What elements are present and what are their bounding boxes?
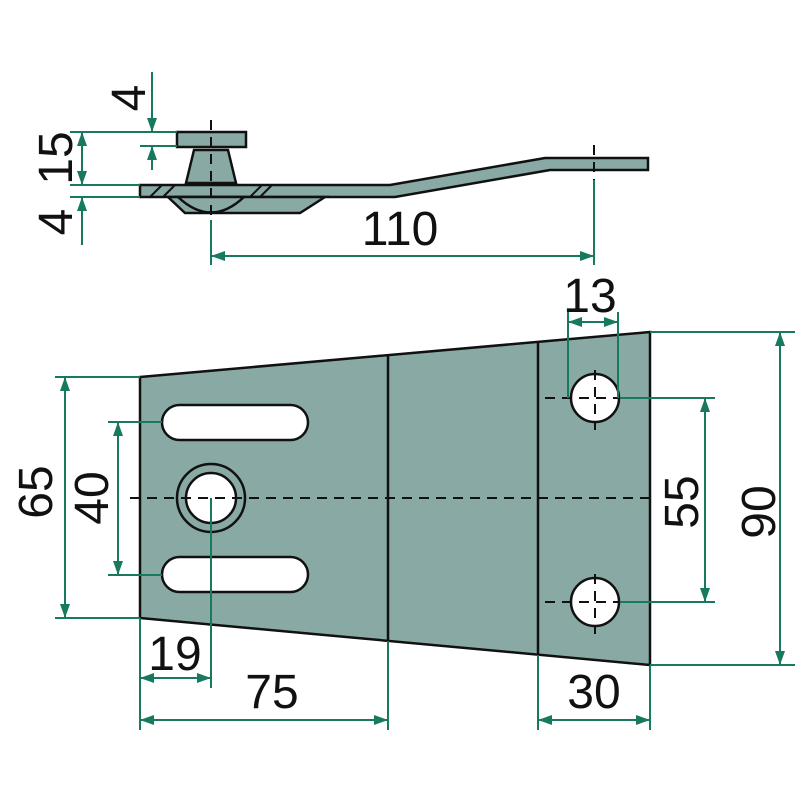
dim-stud-height: 15 — [30, 131, 83, 184]
dim-55: 55 — [656, 475, 709, 528]
dim-110: 110 — [362, 203, 439, 256]
stud-dome — [174, 195, 248, 214]
slot-top — [160, 403, 310, 442]
dim-65: 65 — [10, 465, 63, 518]
stud-cone — [184, 148, 238, 185]
dim-30: 30 — [567, 666, 620, 719]
right-hole-top — [569, 372, 621, 424]
dim-13: 13 — [563, 270, 616, 323]
hatch — [149, 184, 273, 198]
top-dimensions: 65 40 55 90 13 19 75 30 — [10, 270, 795, 730]
dim-19: 19 — [148, 628, 201, 681]
dim-40: 40 — [66, 471, 119, 524]
slot-bottom — [160, 555, 310, 594]
right-hole-bottom — [569, 576, 621, 628]
side-dimensions: 4 15 4 110 — [30, 72, 595, 265]
dim-90: 90 — [733, 485, 786, 538]
dim-plate-thickness: 4 — [30, 209, 83, 236]
side-view — [138, 120, 650, 220]
top-view — [130, 330, 652, 667]
dim-washer-thickness: 4 — [103, 85, 156, 112]
dim-75: 75 — [245, 666, 298, 719]
